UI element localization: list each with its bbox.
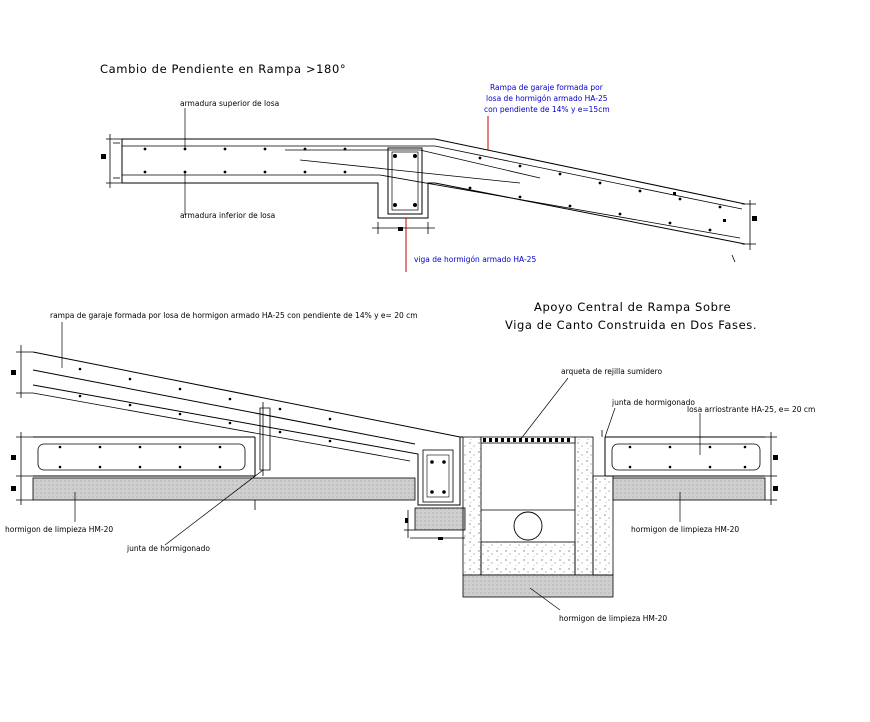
top-dimensions	[106, 134, 756, 263]
label-junta-right: junta de hormigonado	[611, 398, 695, 407]
bottom-leaders	[61, 322, 701, 611]
label-rampa-line1: Rampa de garaje formada por	[490, 83, 604, 92]
right-slab	[604, 436, 765, 477]
bottom-dimensions	[16, 345, 777, 539]
bottom-title-line1: Apoyo Central de Rampa Sobre	[534, 300, 731, 314]
bottom-dim-ticks	[11, 370, 778, 540]
label-hormigon-right: hormigon de limpieza HM-20	[631, 525, 739, 534]
left-slab	[32, 351, 463, 506]
hormigon-limpieza-step	[414, 507, 466, 531]
hormigon-limpieza-left	[32, 477, 416, 501]
label-hormigon-left: hormigon de limpieza HM-20	[5, 525, 113, 534]
label-arqueta: arqueta de rejilla sumidero	[561, 367, 663, 376]
left-rebar-dots	[58, 367, 446, 494]
top-title: Cambio de Pendiente en Rampa >180°	[100, 62, 346, 76]
label-viga: viga de hormigón armado HA-25	[414, 255, 536, 264]
right-rebar-dots	[628, 445, 747, 469]
label-hormigon-bottom: hormigon de limpieza HM-20	[559, 614, 667, 623]
hormigon-limpieza-right	[612, 477, 766, 501]
top-rebar-dots	[143, 147, 726, 232]
bottom-title-line2: Viga de Canto Construida en Dos Fases.	[505, 318, 757, 332]
top-slab	[121, 138, 746, 245]
label-armadura-inferior: armadura inferior de losa	[180, 211, 275, 220]
label-losa-arriostrante: losa arriostrante HA-25, e= 20 cm	[687, 405, 815, 414]
label-armadura-superior: armadura superior de losa	[180, 99, 279, 108]
label-rampa-line3: con pendiente de 14% y e=15cm	[484, 105, 610, 114]
label-junta-left: junta de hormigonado	[126, 544, 210, 553]
arqueta-box	[462, 436, 614, 598]
top-red-leaders	[405, 116, 489, 272]
label-rampa-bottom: rampa de garaje formada por losa de horm…	[50, 311, 418, 320]
label-rampa-line2: losa de hormigón armado HA-25	[486, 94, 608, 103]
top-dim-ticks	[101, 154, 757, 231]
